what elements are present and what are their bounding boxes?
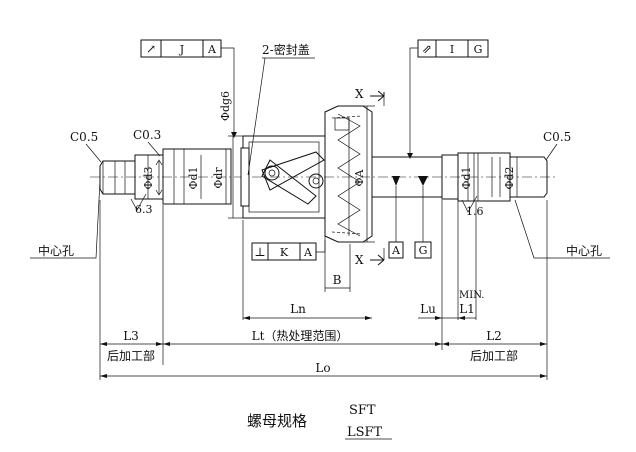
dim-L3-label: L3 — [123, 329, 139, 343]
perp-K-symbol: ⊥ — [254, 245, 265, 259]
right-end-journal — [509, 156, 548, 198]
dim-L1-label: L1 — [459, 302, 475, 316]
tol-frame-perp-K: ⊥ K A — [251, 236, 326, 261]
runout-J-datum: A — [207, 43, 217, 56]
nut-flange — [324, 105, 373, 243]
left-end-journal — [99, 160, 136, 195]
section-x-bottom-label: X — [355, 253, 364, 267]
tol-frame-runout-J: ↗ J A — [140, 39, 237, 138]
runout-I-datum: G — [474, 43, 483, 56]
chamfer-mid-label: C0.3 — [133, 128, 161, 142]
seal-cap-left — [240, 147, 250, 207]
tube-clamp-right — [308, 173, 324, 189]
roughness-left-symbol — [130, 193, 147, 211]
dim-L2-label: L2 — [486, 329, 502, 343]
dia-dg6-label: Φdg6 — [219, 91, 232, 121]
diameter-dimensions — [155, 105, 518, 243]
dia-A-label: ΦA — [353, 168, 366, 186]
chamfer-right-label: C0.5 — [543, 130, 571, 144]
roughness-right-label: 1.6 — [466, 205, 484, 218]
runout-I-symbol: ⇗ — [422, 42, 432, 56]
dim-Lt-label: Lt（热处理范围） — [252, 329, 349, 343]
dia-d1-right-label: Φd1 — [460, 166, 473, 189]
post-right-label: 后加工部 — [470, 348, 518, 363]
datum-A-label: A — [391, 244, 401, 257]
nut-spec: 螺母规格 SFT LSFT — [247, 403, 392, 440]
dia-d2-label: Φd2 — [503, 166, 516, 189]
dim-Lu-label: Lu — [420, 302, 436, 316]
spec-sft: SFT — [349, 403, 376, 418]
dia-dr-label: Φdr — [212, 167, 225, 189]
center-hole-right-label: 中心孔 — [566, 243, 602, 258]
datum-A: A — [388, 176, 404, 259]
tol-frame-runout-I: ⇗ I G — [407, 39, 489, 159]
center-hole-left-label: 中心孔 — [38, 243, 74, 258]
section-x-top-label: X — [355, 87, 364, 101]
length-dimensions: B Ln Lu MIN. L1 L3 Lt（热处理范围） L2 后加工部 后加工… — [99, 200, 548, 380]
spec-lsft: LSFT — [347, 425, 383, 440]
runout-J-symbol: ↗ — [146, 42, 156, 56]
dim-min-label: MIN. — [459, 290, 484, 301]
runout-I-tolerance: I — [450, 43, 454, 56]
perp-K-datum: A — [303, 246, 313, 259]
return-tube — [261, 151, 325, 191]
datum-G: G — [414, 176, 432, 259]
dim-Lo-label: Lo — [315, 361, 330, 375]
post-left-label: 后加工部 — [107, 348, 155, 363]
bearing-seat — [162, 148, 232, 205]
seal-note-label: 2-密封盖 — [262, 42, 310, 57]
dia-d3-label: Φd3 — [142, 166, 155, 189]
dim-B-label: B — [333, 273, 342, 287]
chamfer-left-label: C0.5 — [70, 130, 98, 144]
runout-J-tolerance: J — [179, 43, 184, 56]
dia-d1-left-label: Φd1 — [187, 166, 200, 189]
tube-clamp-left — [264, 165, 280, 181]
roughness-left-label: 6.3 — [135, 203, 153, 216]
spec-title: 螺母规格 — [247, 412, 307, 430]
perp-K-tolerance: K — [280, 246, 289, 259]
roughness-right-symbol — [461, 195, 478, 213]
datum-G-label: G — [419, 244, 428, 257]
ball-nut — [240, 105, 373, 243]
shaft — [90, 148, 556, 205]
dim-Ln-label: Ln — [290, 302, 306, 316]
